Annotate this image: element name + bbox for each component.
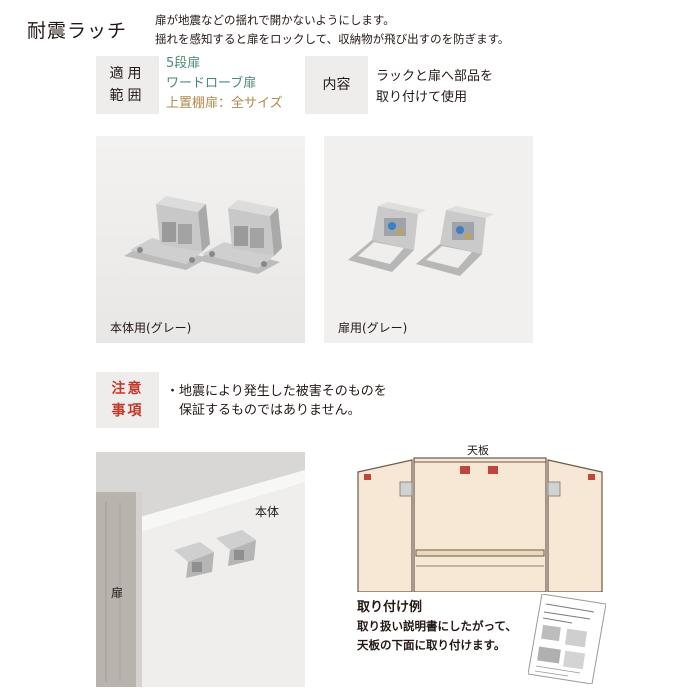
scope-list: 5段扉 ワードローブ扉 上置棚扉：全サイズ: [166, 54, 283, 114]
scope-item-upper-shelf: 上置棚扉：全サイズ: [166, 96, 283, 111]
caution-label: 注意 事項: [96, 372, 159, 428]
caution-text: ・地震により発生した被害そのものを 保証するものではありません。: [166, 382, 387, 420]
example-title: 取り付け例: [357, 600, 423, 615]
caution-label-line-2: 事項: [111, 403, 144, 419]
cabinet-diagram: [357, 457, 603, 592]
intro-text: 扉が地震などの揺れで開かないようにします。 揺れを感知すると扉をロックして、収納…: [155, 11, 509, 49]
intro-line-1: 扉が地震などの揺れで開かないようにします。: [155, 13, 395, 27]
door-parts-photo: 扉用(グレー): [324, 136, 533, 343]
door-latch-illustration: [324, 136, 533, 343]
body-parts-photo: 本体用(グレー): [96, 136, 305, 343]
installation-photo: [96, 452, 305, 687]
door-parts-caption: 扉用(グレー): [338, 321, 408, 335]
page-title: 耐震ラッチ: [27, 20, 128, 42]
scope-label-line-2: 範囲: [109, 88, 146, 104]
installation-label-body: 本体: [255, 505, 280, 519]
content-line-2: 取り付けて使用: [376, 90, 468, 105]
scope-label-line-1: 適用: [109, 66, 146, 82]
content-line-1: ラックと扉へ部品を: [376, 69, 494, 84]
example-line-2: 天板の下面に取り付けます。: [357, 638, 506, 652]
instruction-manual-illustration: [528, 594, 606, 684]
caution-label-line-1: 注意: [111, 381, 144, 397]
content-label: 内容: [305, 56, 368, 114]
content-text: ラックと扉へ部品を 取り付けて使用: [376, 66, 493, 108]
body-latch-illustration: [96, 136, 305, 343]
body-parts-caption: 本体用(グレー): [110, 321, 192, 335]
intro-line-2: 揺れを感知すると扉をロックして、収納物が飛び出すのを防ぎます。: [155, 32, 510, 46]
scope-item-wardrobe: ワードローブ扉: [166, 76, 257, 91]
caution-line-1: ・地震により発生した被害そのものを: [166, 384, 387, 399]
scope-item-5dan: 5段扉: [166, 56, 201, 71]
installation-illustration: [96, 452, 305, 687]
diagram-top-board-label: 天板: [467, 444, 489, 457]
installation-label-door: 扉: [111, 586, 124, 600]
scope-label: 適用 範囲: [96, 56, 159, 114]
example-text: 取り扱い説明書にしたがって、 天板の下面に取り付けます。: [357, 617, 517, 655]
example-line-1: 取り扱い説明書にしたがって、: [357, 619, 517, 633]
caution-line-2: 保証するものではありません。: [166, 403, 361, 418]
